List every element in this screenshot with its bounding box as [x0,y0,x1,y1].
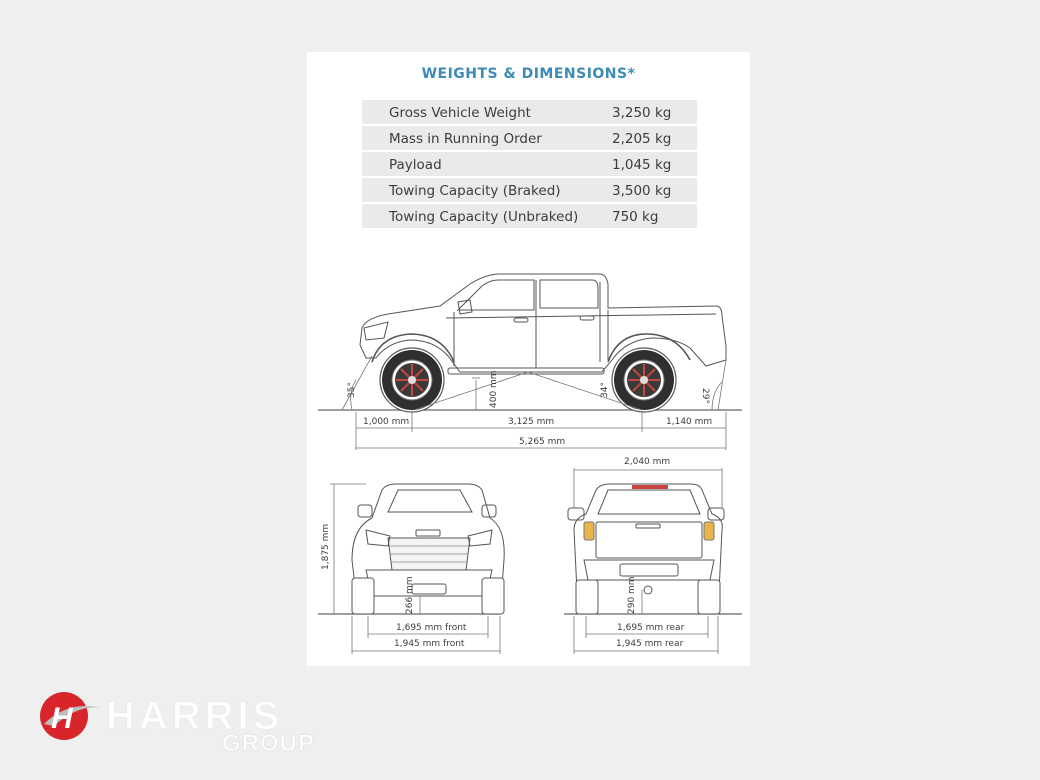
front-width-label: 1,945 mm front [394,639,465,649]
overall-width-label: 2,040 mm [624,457,670,467]
approach-angle-label: 35° [347,382,357,398]
spec-table: Gross Vehicle Weight 3,250 kg Mass in Ru… [362,100,697,230]
logo-wordmark: HARRIS [105,694,284,739]
spec-row: Mass in Running Order 2,205 kg [362,126,697,150]
height-label: 1,875 mm [321,524,331,570]
spec-label: Towing Capacity (Unbraked) [389,209,579,225]
rear-width-label: 1,945 mm rear [616,639,684,649]
sheet-title: WEIGHTS & DIMENSIONS* [421,66,636,82]
front-overhang-label: 1,000 mm [363,417,409,427]
svg-text:H: H [51,702,74,735]
spec-row: Towing Capacity (Unbraked) 750 kg [362,204,697,228]
spec-label: Towing Capacity (Braked) [389,183,561,199]
spec-label: Mass in Running Order [389,131,542,147]
spec-value: 2,205 kg [612,131,672,147]
spec-value: 3,250 kg [612,105,672,121]
ground-clearance-label: 400 mm [489,370,499,408]
rear-clearance-label: 290 mm [627,576,637,614]
spec-sheet: WEIGHTS & DIMENSIONS* Gross Vehicle Weig… [307,52,750,666]
rear-view-truck [564,483,742,615]
vehicle-drawings: 35° 34° 29° 400 mm 1,000 mm 3,125 mm 1,1… [318,273,742,654]
front-track-label: 1,695 mm front [396,623,467,633]
spec-label: Gross Vehicle Weight [389,105,531,121]
spec-value: 1,045 kg [612,157,672,173]
spec-row: Gross Vehicle Weight 3,250 kg [362,100,697,124]
overall-length-label: 5,265 mm [519,437,565,447]
departure-angle-label: 29° [700,388,710,404]
logo-subtitle: GROUP [221,730,316,758]
spec-value: 3,500 kg [612,183,672,199]
ramp-angle-label: 34° [600,382,610,398]
rear-track-label: 1,695 mm rear [617,623,685,633]
spec-label: Payload [389,157,442,173]
front-view-truck [318,483,505,615]
side-view-truck [318,273,742,413]
harris-group-logo: H HARRIS GROUP [38,690,338,760]
harris-mark-icon: H [40,692,102,740]
spec-row: Towing Capacity (Braked) 3,500 kg [362,178,697,202]
wheelbase-label: 3,125 mm [508,417,554,427]
rear-overhang-label: 1,140 mm [666,417,712,427]
front-clearance-label: 266 mm [405,576,415,614]
spec-row: Payload 1,045 kg [362,152,697,176]
spec-value: 750 kg [612,209,659,225]
